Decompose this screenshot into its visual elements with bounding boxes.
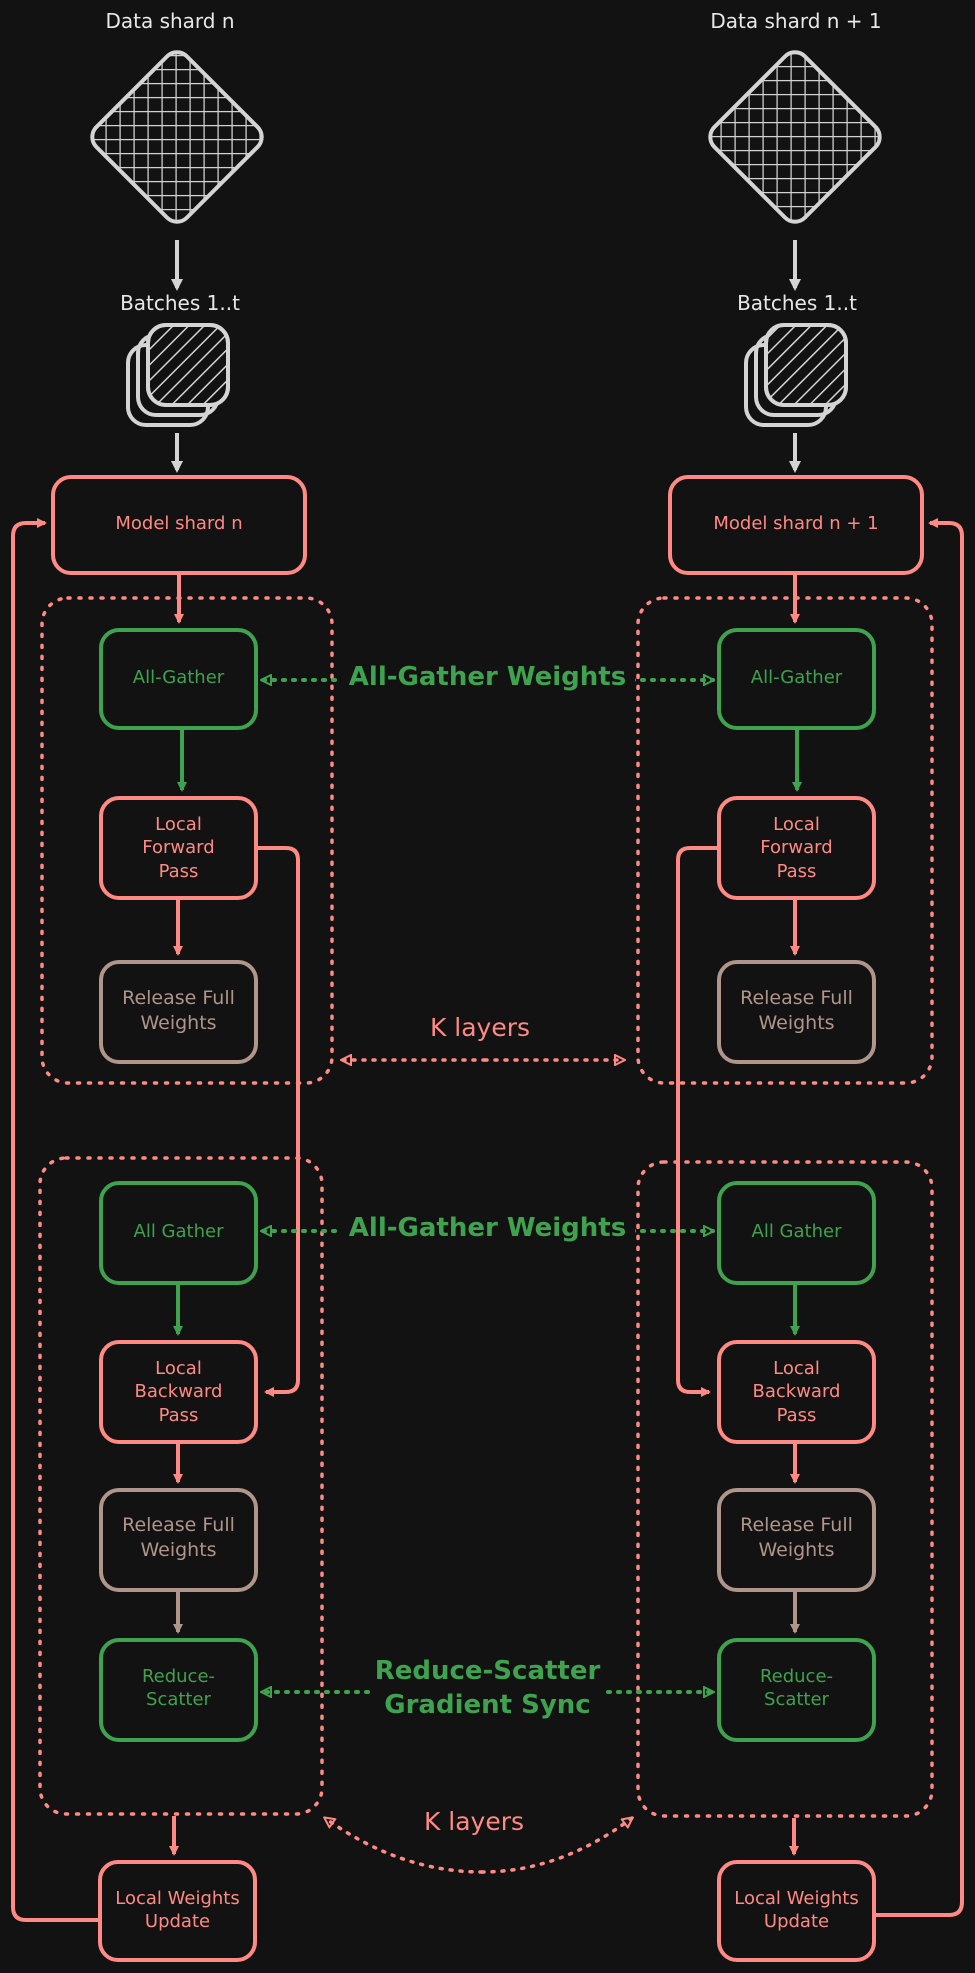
backward-k-layers-frame-left <box>38 1156 324 1816</box>
weights-update-box-right <box>717 1860 876 1962</box>
model-shard-label-left: Model shard n <box>115 513 243 534</box>
reduce-scatter-label-left: Reduce- Scatter <box>141 1666 216 1711</box>
weights-update-box-left <box>98 1860 257 1962</box>
backward-k-layers-frame-right <box>636 1160 934 1818</box>
backward-pass-box-right <box>717 1340 876 1444</box>
bwd-all-gather-label-right: All Gather <box>751 1221 842 1242</box>
batches-label-right: Batches 1..t <box>737 291 857 315</box>
reduce-scatter-label-right: Reduce- Scatter <box>759 1666 834 1711</box>
batches-stack-icon-left <box>126 323 230 427</box>
forward-pass-box-left <box>99 796 258 900</box>
forward-k-layers-frame-left <box>40 596 334 1085</box>
k-layers-forward-label: K layers <box>429 1013 531 1042</box>
forward-to-backward-connector-left <box>258 846 300 1397</box>
fwd-release-label-right: Release Full Weights <box>740 987 853 1034</box>
fwd-all-gather-box-right <box>717 628 876 730</box>
model-shard-n-box <box>51 475 307 575</box>
weights-update-label-left: Local Weights Update <box>115 1888 240 1933</box>
batches-label-left: Batches 1..t <box>120 291 240 315</box>
fwd-all-gather-label-left: All-Gather <box>132 667 225 688</box>
forward-pass-label-right: Local Forward Pass <box>760 814 833 882</box>
backward-pass-label-left: Local Backward Pass <box>134 1358 223 1426</box>
reduce-scatter-gradient-label: Reduce-Scatter Gradient Sync <box>370 1655 605 1723</box>
data-shard-n-icon <box>90 50 264 224</box>
batches-stack-icon-right <box>744 323 848 427</box>
bwd-allgather-weights-label: All-Gather Weights <box>340 1212 635 1246</box>
weights-update-label-right: Local Weights Update <box>734 1888 859 1933</box>
bwd-release-label-right: Release Full Weights <box>740 1514 853 1561</box>
forward-k-layers-frame-right <box>636 596 934 1085</box>
fwd-allgather-weights-label: All-Gather Weights <box>340 661 635 695</box>
reduce-scatter-box-left <box>99 1638 258 1742</box>
fwd-release-box-right <box>717 960 876 1064</box>
data-shard-label-right: Data shard n + 1 <box>710 9 882 33</box>
update-to-model-loop-right <box>876 518 964 1917</box>
bwd-release-box-right <box>717 1488 876 1592</box>
bwd-release-label-left: Release Full Weights <box>122 1514 235 1561</box>
model-shard-n-plus-1-box <box>668 475 924 575</box>
bwd-release-box-left <box>99 1488 258 1592</box>
forward-to-backward-connector-right <box>676 846 717 1397</box>
k-layers-backward-link-right <box>480 1818 632 1874</box>
bwd-all-gather-box-right <box>717 1181 876 1285</box>
fwd-release-label-left: Release Full Weights <box>122 987 235 1034</box>
data-shard-n-plus-1-icon <box>708 50 882 224</box>
data-shard-label-left: Data shard n <box>105 9 235 33</box>
fwd-all-gather-box-left <box>99 628 258 730</box>
bwd-all-gather-label-left: All Gather <box>133 1221 224 1242</box>
update-to-model-loop-left <box>11 518 98 1922</box>
reduce-scatter-box-right <box>717 1638 876 1742</box>
fwd-all-gather-label-right: All-Gather <box>750 667 843 688</box>
bwd-all-gather-box-left <box>99 1181 258 1285</box>
fwd-release-box-left <box>99 960 258 1064</box>
backward-pass-label-right: Local Backward Pass <box>752 1358 841 1426</box>
model-shard-label-right: Model shard n + 1 <box>713 513 879 534</box>
k-layers-backward-label: K layers <box>423 1807 525 1836</box>
forward-pass-box-right <box>717 796 876 900</box>
backward-pass-box-left <box>99 1340 258 1444</box>
k-layers-backward-link-left <box>325 1818 484 1874</box>
forward-pass-label-left: Local Forward Pass <box>142 814 215 882</box>
